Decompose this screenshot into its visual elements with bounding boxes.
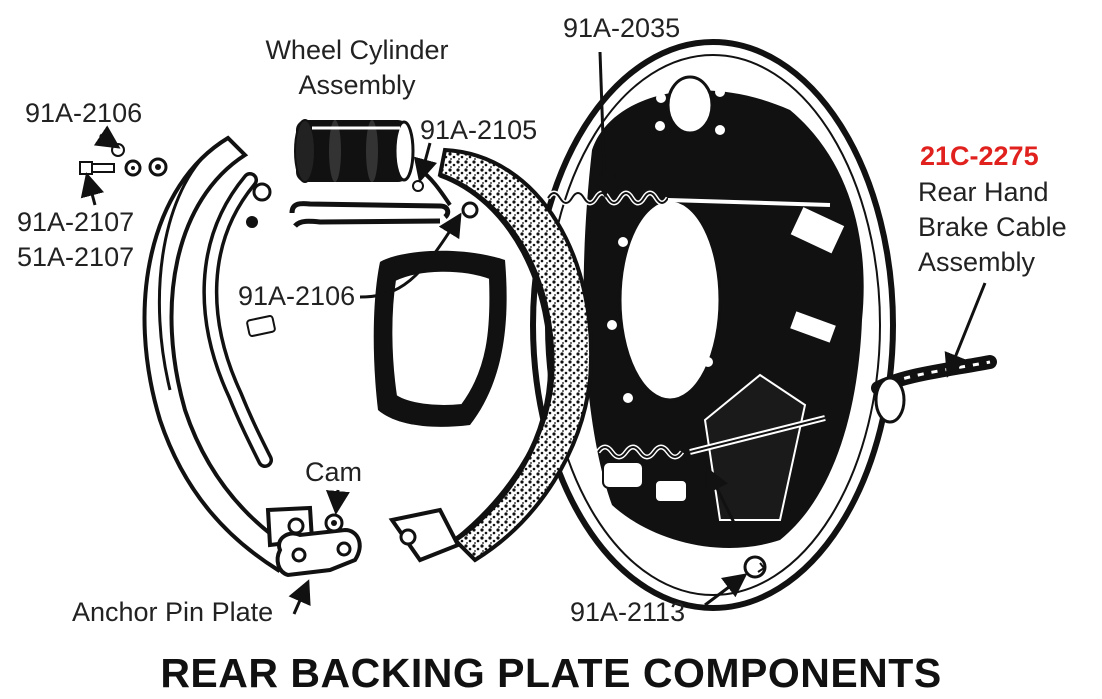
label-91a-2107: 91A-2107 bbox=[17, 207, 135, 237]
hold-down-hardware bbox=[79, 143, 168, 177]
cam-part bbox=[324, 513, 344, 533]
leader-lines bbox=[80, 51, 987, 615]
wheel-cylinder bbox=[294, 119, 415, 183]
leader-91a-2105 bbox=[413, 142, 438, 183]
brake-shoe-left bbox=[142, 135, 315, 573]
shoe-return-spring bbox=[545, 190, 831, 207]
label-anchor-pin-plate: Anchor Pin Plate bbox=[72, 597, 274, 627]
leader-91a-2107 bbox=[80, 172, 105, 206]
label-cable-line1: Rear Hand bbox=[918, 177, 1049, 207]
brake-shoe-lined bbox=[388, 147, 594, 563]
label-51a-2107: 51A-2107 bbox=[17, 242, 135, 272]
wheel-cylinder-label-line2: Assembly bbox=[298, 70, 416, 100]
leader-91a-2106-top bbox=[93, 125, 121, 149]
label-cable-line3: Assembly bbox=[918, 247, 1036, 277]
label-91a-2113: 91A-2113 bbox=[570, 597, 686, 627]
label-cam: Cam bbox=[305, 457, 363, 487]
label-cable-part-number: 21C-2275 bbox=[920, 141, 1039, 171]
lower-spring bbox=[595, 415, 826, 460]
shoe-web bbox=[373, 250, 507, 427]
leader-91a-2035 bbox=[592, 51, 617, 198]
label-91a-2106-mid: 91A-2106 bbox=[238, 281, 356, 311]
leader-clip bbox=[706, 467, 747, 546]
label-91a-2105: 91A-2105 bbox=[420, 115, 538, 145]
leader-91a-2106-mid bbox=[359, 212, 462, 299]
label-cable-line2: Brake Cable bbox=[918, 212, 1067, 242]
leader-cam bbox=[325, 489, 350, 515]
label-91a-2106-top: 91A-2106 bbox=[25, 98, 143, 128]
leader-cable bbox=[944, 282, 987, 378]
label-91a-2035: 91A-2035 bbox=[563, 13, 681, 43]
hand-brake-cable bbox=[871, 355, 997, 424]
wheel-cylinder-label-line1: Wheel Cylinder bbox=[265, 35, 449, 65]
diagram-title: REAR BACKING PLATE COMPONENTS bbox=[160, 650, 942, 696]
leader-anchor-pin-plate bbox=[288, 579, 311, 615]
anchor-pin-plate bbox=[275, 527, 362, 578]
clip-91a-2113 bbox=[743, 555, 767, 579]
leader-91a-2113 bbox=[704, 573, 748, 607]
